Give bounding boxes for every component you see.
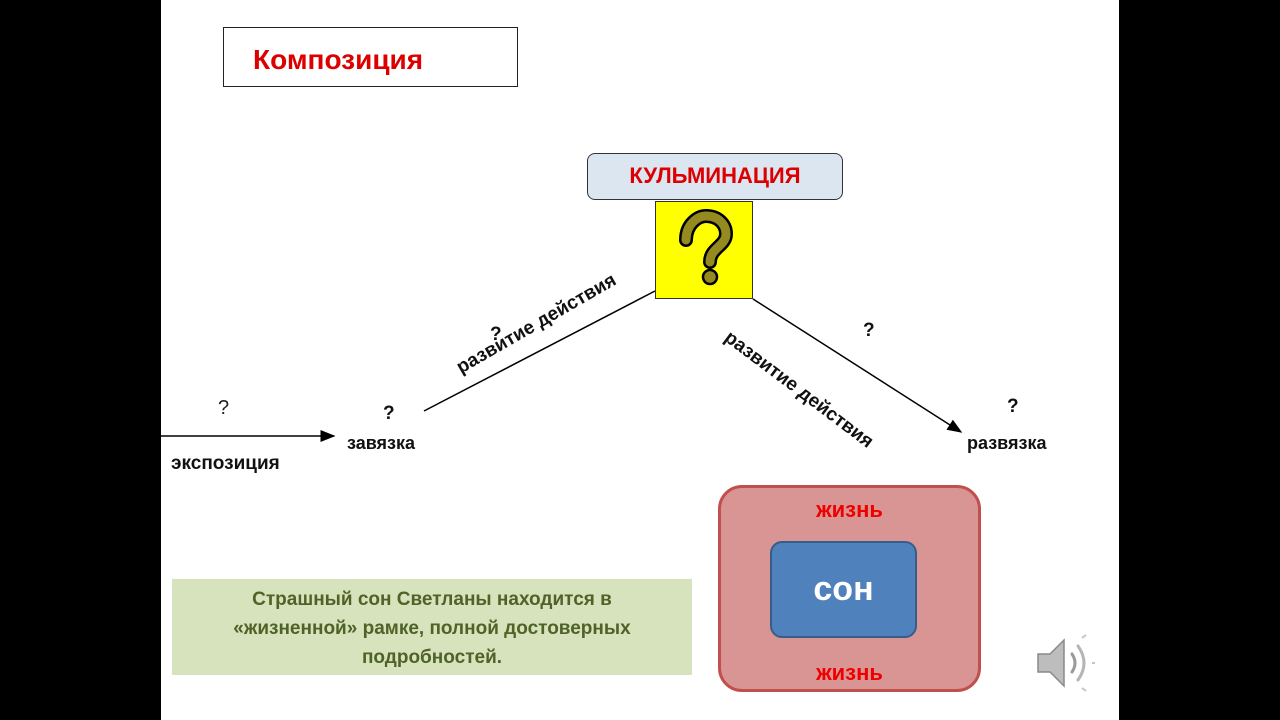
climax-question-box [655, 201, 753, 299]
title-frame [223, 27, 518, 87]
rising-action-line [423, 290, 656, 412]
speaker-icon[interactable] [1032, 632, 1096, 694]
note-line-3: подробностей. [361, 647, 503, 668]
life-label-bottom: жизнь [816, 660, 883, 685]
question-mark-icon [679, 208, 734, 286]
life-label-top: жизнь [816, 497, 883, 522]
slide: Композиция КУЛЬМИНАЦИЯ ? экспозиция ? за… [161, 0, 1119, 720]
falling-question: ? [863, 320, 875, 341]
resolution-label: развязка [967, 433, 1047, 453]
inciting-label: завязка [347, 433, 416, 453]
note-line-2: «жизненной» рамке, полной достоверных [233, 618, 631, 639]
note-line-1: Страшный сон Светланы находится в [252, 589, 612, 610]
climax-label: КУЛЬМИНАЦИЯ [587, 153, 843, 200]
exposition-question: ? [218, 397, 230, 419]
note-box: Страшный сон Светланы находится в «жизне… [172, 579, 692, 675]
plot-lines [161, 290, 963, 442]
rising-question: ? [490, 324, 502, 345]
page-title: Композиция [253, 44, 424, 75]
exposition-label: экспозиция [171, 453, 280, 474]
falling-action-line [752, 298, 963, 433]
inciting-question: ? [383, 403, 395, 424]
resolution-question: ? [1007, 396, 1019, 417]
dream-box: сон [770, 541, 917, 638]
